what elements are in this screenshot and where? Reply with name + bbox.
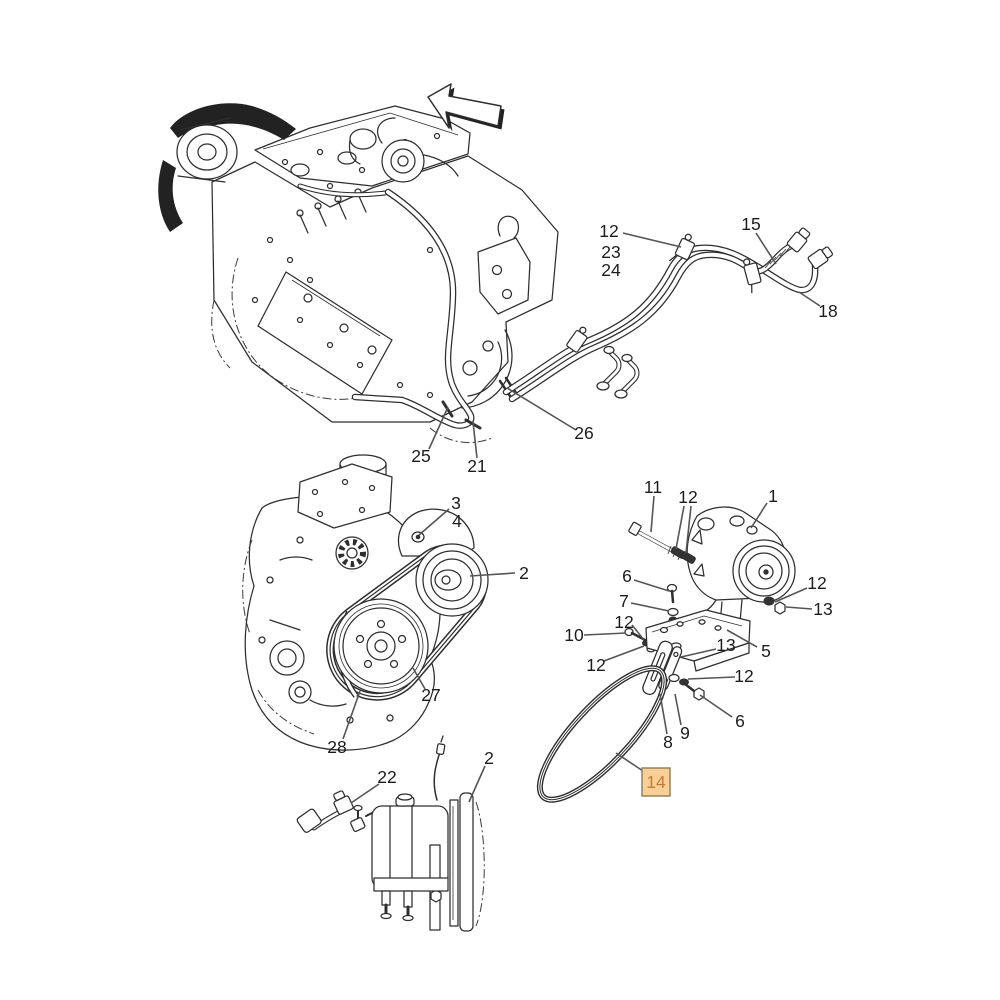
callout-7[interactable]: 7 (619, 591, 629, 611)
callout-10[interactable]: 10 (564, 625, 584, 645)
callout-leader (350, 783, 380, 804)
callout-6[interactable]: 6 (735, 711, 745, 731)
callout-12[interactable]: 12 (586, 655, 605, 675)
highlighted-callout-box[interactable] (641, 767, 671, 797)
callout-14[interactable]: 14 (646, 772, 666, 792)
callout-leader (750, 502, 768, 529)
callout-leader (726, 629, 758, 648)
callout-9[interactable]: 9 (680, 723, 690, 743)
callout-26[interactable]: 26 (574, 423, 593, 443)
direction-arrow (427, 83, 505, 132)
callout-13[interactable]: 13 (716, 635, 735, 655)
callout-12[interactable]: 12 (678, 487, 697, 507)
callout-leader (650, 495, 655, 533)
callout-4[interactable]: 4 (452, 511, 462, 531)
callout-leader (469, 572, 516, 577)
refrigerant-hose-assembly-illustration (502, 227, 833, 403)
callout-3[interactable]: 3 (451, 493, 461, 513)
callout-12[interactable]: 12 (614, 612, 633, 632)
callout-5[interactable]: 5 (761, 641, 771, 661)
callout-1[interactable]: 1 (768, 486, 778, 506)
callout-24[interactable]: 24 (601, 260, 621, 280)
callout-13[interactable]: 13 (813, 599, 832, 619)
callout-leader (699, 694, 733, 718)
callout-leader (785, 606, 813, 610)
callout-leader (506, 387, 577, 431)
callout-leader (428, 406, 449, 450)
callout-6[interactable]: 6 (622, 566, 632, 586)
compressor-bracket-exploded-illustration (536, 506, 796, 803)
callout-leader (680, 648, 717, 658)
callout-leader (687, 676, 736, 680)
callout-18[interactable]: 18 (818, 301, 837, 321)
callout-leader (674, 693, 682, 726)
callout-2[interactable]: 2 (484, 748, 494, 768)
engine-assembly-illustration (158, 103, 559, 444)
callout-leader (659, 693, 668, 735)
callout-leader (630, 602, 670, 612)
callout-22[interactable]: 22 (377, 767, 396, 787)
callout-leader (615, 752, 644, 772)
callout-leader (755, 232, 777, 265)
callout-8[interactable]: 8 (663, 732, 673, 752)
callout-23[interactable]: 23 (601, 242, 620, 262)
callout-12[interactable]: 12 (734, 666, 753, 686)
callout-27[interactable]: 27 (421, 685, 440, 705)
callout-leader (418, 508, 450, 536)
callout-12[interactable]: 12 (599, 221, 618, 241)
callout-25[interactable]: 25 (411, 446, 430, 466)
callout-leader (774, 587, 808, 603)
compressor-side-view-illustration (296, 735, 485, 932)
callout-leader (798, 291, 821, 307)
callout-leader (675, 505, 685, 550)
callout-leader (412, 667, 426, 690)
callout-28[interactable]: 28 (327, 737, 346, 757)
callout-11[interactable]: 11 (644, 477, 662, 497)
callout-leader (631, 624, 645, 641)
callout-leader (622, 232, 682, 248)
callout-15[interactable]: 15 (741, 214, 760, 234)
callout-leader (468, 765, 486, 803)
callout-leader (603, 645, 645, 662)
callout-leader (472, 421, 478, 459)
callout-21[interactable]: 21 (467, 456, 486, 476)
callout-12[interactable]: 12 (807, 573, 826, 593)
callout-leader (685, 505, 692, 554)
callout-leader (583, 632, 627, 636)
callout-2[interactable]: 2 (519, 563, 529, 583)
callout-leader (633, 579, 670, 592)
engine-front-view-illustration (242, 454, 489, 751)
callout-leader (342, 690, 361, 740)
